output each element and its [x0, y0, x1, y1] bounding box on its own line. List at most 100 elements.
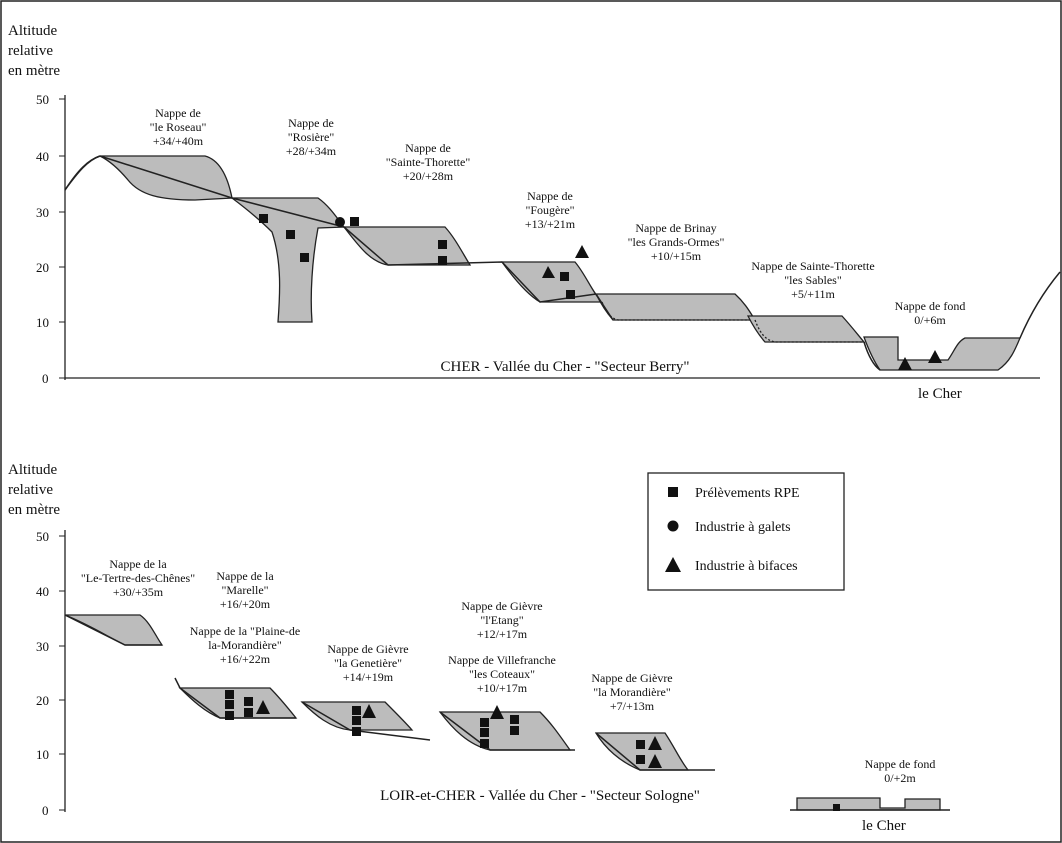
bottom-river-label: le Cher: [862, 818, 906, 834]
nappe-label: "le Roseau": [150, 120, 207, 134]
nappe-label: Nappe de Gièvre: [327, 642, 408, 656]
bottom-terrace-fond: [796, 797, 941, 811]
nappe-label: Nappe de la "Plaine-de: [190, 624, 301, 638]
nappe-label: +10/+15m: [651, 249, 702, 263]
rpe-square-icon: [833, 804, 840, 811]
legend-label-bifaces: Industrie à bifaces: [695, 559, 798, 574]
biface-triangle-icon: [362, 704, 376, 718]
legend-label-rpe: Prélèvements RPE: [695, 486, 800, 501]
top-caption: CHER - Vallée du Cher - "Secteur Berry": [441, 359, 690, 375]
top-terrace-grands-ormes: [594, 293, 757, 321]
top-axis-label-line-1: Altitude: [8, 23, 58, 39]
rpe-square-icon: [510, 726, 519, 735]
top-tick-40: 40: [36, 149, 49, 164]
nappe-label: +16/+20m: [220, 597, 271, 611]
top-valley-left-slope: [64, 155, 101, 191]
top-river-label: le Cher: [918, 386, 962, 402]
biface-triangle-icon: [575, 245, 589, 258]
rpe-square-icon: [480, 718, 489, 727]
rpe-square-icon: [300, 253, 309, 262]
nappe-label: +14/+19m: [343, 670, 394, 684]
bottom-nappe-labels: Nappe de la "Le-Tertre-des-Chênes" +30/+…: [81, 557, 935, 785]
rpe-square-icon: [244, 708, 253, 717]
nappe-label: Nappe de Sainte-Thorette: [751, 259, 874, 273]
nappe-label: Nappe de fond: [865, 757, 936, 771]
nappe-label: +28/+34m: [286, 144, 337, 158]
rpe-square-icon: [438, 240, 447, 249]
top-tick-50: 50: [36, 92, 49, 107]
biface-triangle-icon: [648, 736, 662, 750]
nappe-label: Nappe de la: [216, 569, 274, 583]
legend-circle-icon: [667, 520, 679, 532]
nappe-label: +30/+35m: [113, 585, 164, 599]
top-tick-0: 0: [42, 371, 49, 386]
biface-triangle-icon: [490, 705, 504, 719]
top-tick-10: 10: [36, 315, 49, 330]
bottom-y-axis-label: Altitude relative en mètre: [8, 462, 60, 518]
rpe-square-icon: [480, 728, 489, 737]
bottom-axis-label-line-3: en mètre: [8, 502, 60, 518]
bottom-tick-40: 40: [36, 584, 49, 599]
rpe-square-icon: [286, 230, 295, 239]
bottom-profile-4: [439, 711, 575, 751]
nappe-label: +16/+22m: [220, 652, 271, 666]
bottom-axis-label-line-2: relative: [8, 482, 53, 498]
nappe-label: "l'Etang": [480, 613, 523, 627]
rpe-square-icon: [480, 739, 489, 748]
top-y-axis-label: Altitude relative en mètre: [8, 23, 60, 79]
nappe-label: la-Morandière": [208, 638, 282, 652]
nappe-label: Nappe de: [155, 106, 201, 120]
nappe-label: "les Sables": [784, 273, 842, 287]
rpe-square-icon: [244, 697, 253, 706]
rpe-square-icon: [636, 755, 645, 764]
biface-triangle-icon: [648, 754, 662, 768]
legend-box: [647, 472, 845, 591]
nappe-label: Nappe de: [527, 189, 573, 203]
galets-circle-icon: [335, 217, 345, 227]
legend: Prélèvements RPE Industrie à galets Indu…: [647, 472, 845, 591]
nappe-label: "Le-Tertre-des-Chênes": [81, 571, 195, 585]
bottom-symbols: [225, 690, 840, 811]
nappe-label: +10/+17m: [477, 681, 528, 695]
nappe-label: 0/+6m: [914, 313, 946, 327]
nappe-label: "Rosière": [288, 130, 335, 144]
nappe-label: +34/+40m: [153, 134, 204, 148]
top-tick-30: 30: [36, 205, 49, 220]
rpe-square-icon: [566, 290, 575, 299]
rpe-square-icon: [438, 256, 447, 265]
legend-square-icon: [668, 487, 678, 497]
top-dashed-line-1: [601, 301, 750, 321]
rpe-square-icon: [259, 214, 268, 223]
bottom-tick-50: 50: [36, 529, 49, 544]
biface-triangle-icon: [256, 700, 270, 714]
bottom-profile-3: [301, 701, 431, 741]
top-panel: Altitude relative en mètre 50 40 30 20 1…: [8, 23, 1061, 402]
nappe-label: "les Coteaux": [469, 667, 535, 681]
rpe-square-icon: [225, 711, 234, 720]
nappe-label: Nappe de Villefranche: [448, 653, 556, 667]
nappe-label: Nappe de: [405, 141, 451, 155]
top-axis-label-line-2: relative: [8, 43, 53, 59]
rpe-square-icon: [350, 217, 359, 226]
legend-triangle-icon: [665, 557, 681, 572]
bottom-caption: LOIR-et-CHER - Vallée du Cher - "Secteur…: [380, 788, 700, 804]
rpe-square-icon: [225, 690, 234, 699]
top-symbols: [259, 214, 942, 370]
nappe-label: 0/+2m: [884, 771, 916, 785]
bottom-tick-10: 10: [36, 747, 49, 762]
bottom-profile-1: [64, 614, 162, 646]
bottom-y-ticks: 50 40 30 20 10 0: [36, 529, 65, 818]
nappe-label: +12/+17m: [477, 627, 528, 641]
nappe-label: "la Morandière": [593, 685, 671, 699]
rpe-square-icon: [560, 272, 569, 281]
nappe-label: Nappe de: [288, 116, 334, 130]
top-nappe-labels: Nappe de "le Roseau" +34/+40m Nappe de "…: [150, 106, 966, 327]
nappe-label: Nappe de Brinay: [635, 221, 716, 235]
bottom-tick-30: 30: [36, 639, 49, 654]
rpe-square-icon: [225, 700, 234, 709]
rpe-square-icon: [510, 715, 519, 724]
nappe-label: "la Genetière": [334, 656, 402, 670]
bottom-tick-20: 20: [36, 693, 49, 708]
